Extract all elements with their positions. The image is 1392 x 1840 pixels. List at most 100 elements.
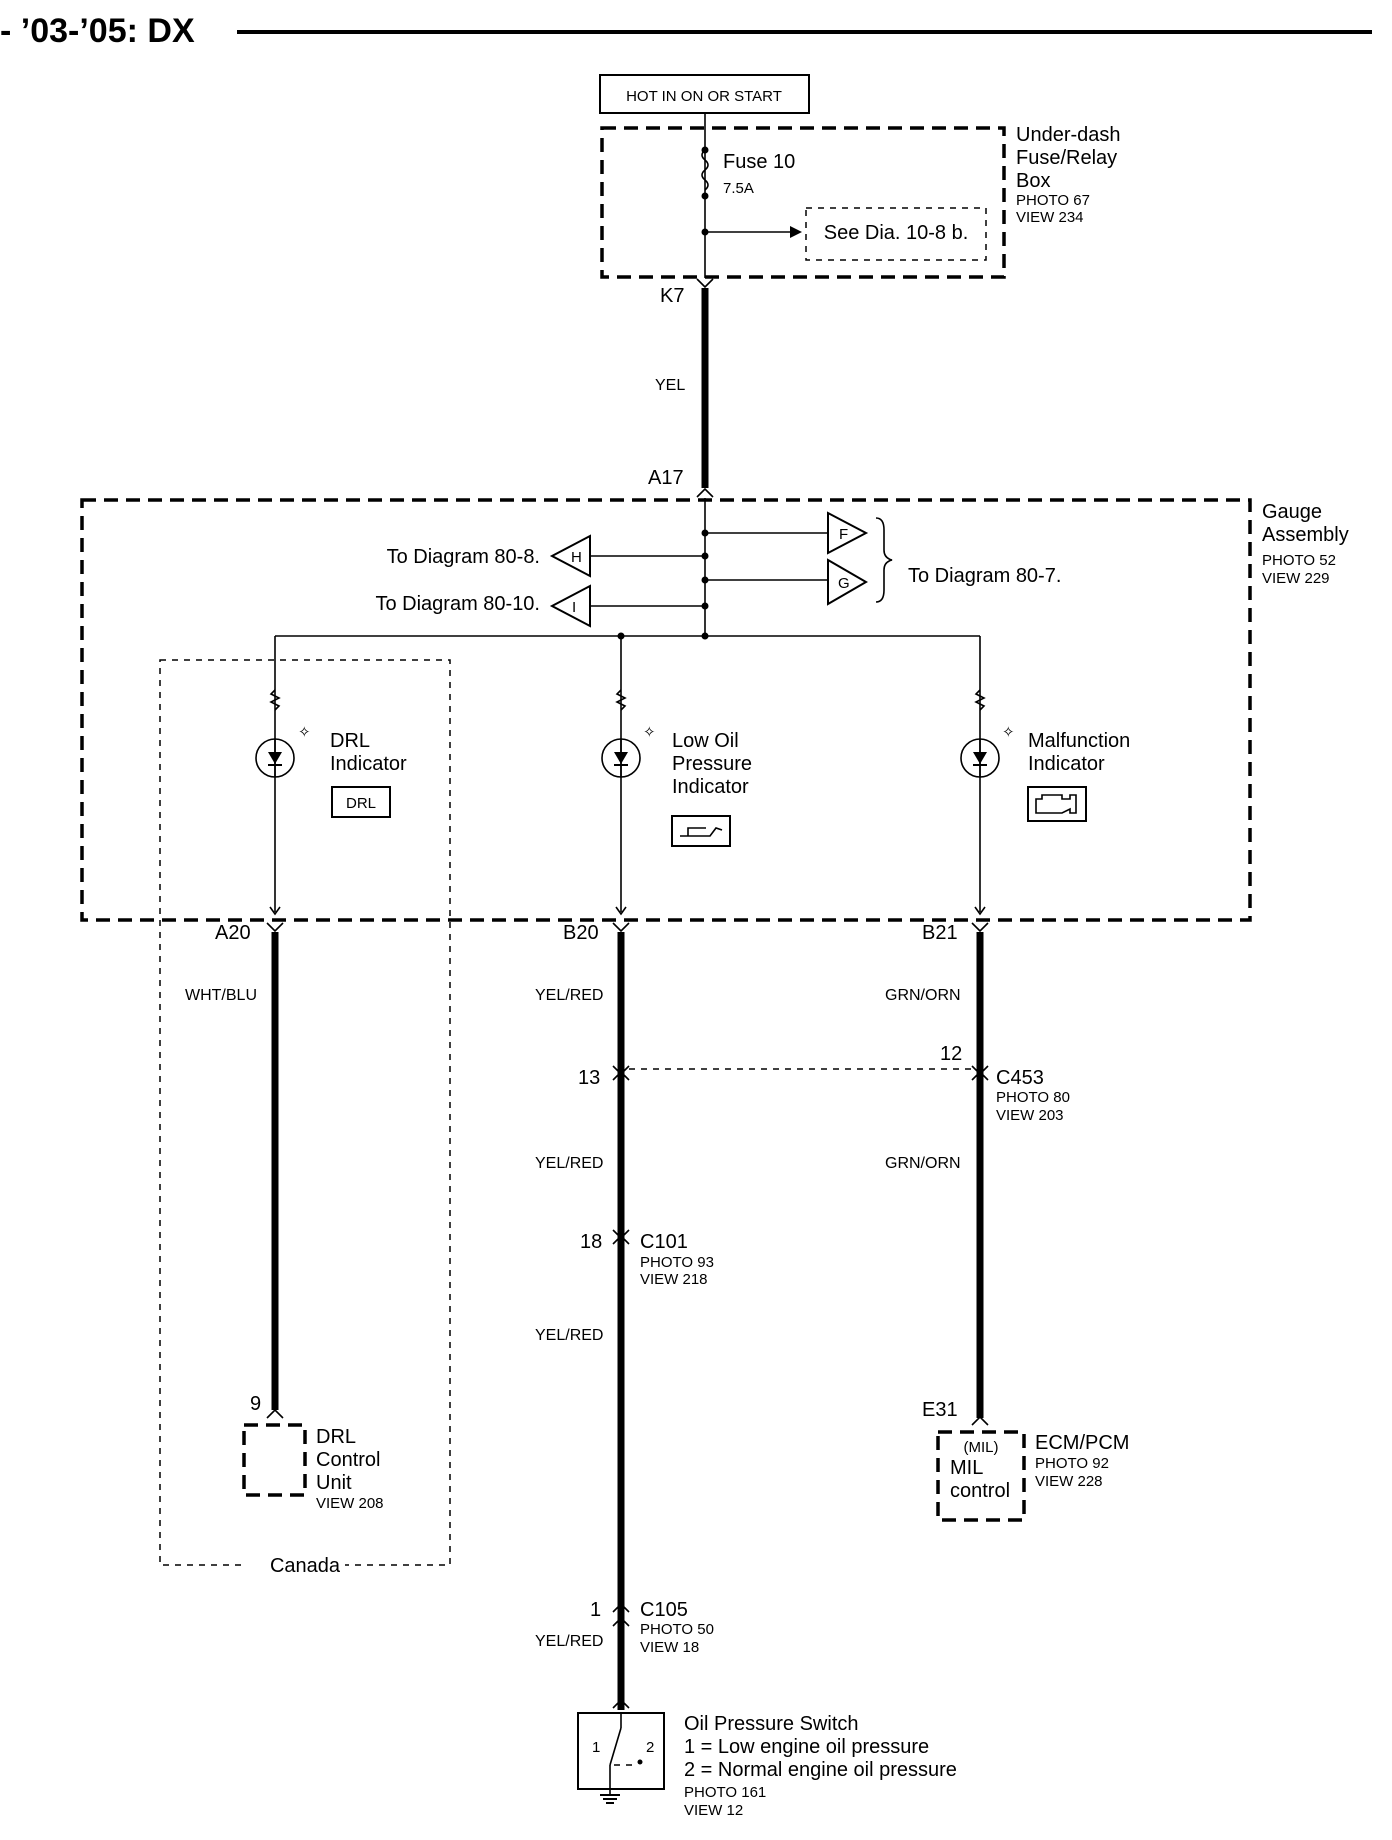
- power-label: HOT IN ON OR START: [626, 88, 782, 105]
- pin-18: 18: [580, 1231, 602, 1253]
- canada-region: [159, 659, 451, 1566]
- oil-resistor: [615, 689, 627, 711]
- b21-connector: [971, 922, 989, 933]
- fuse-relay-box: [600, 126, 1006, 279]
- a17-pin: A17: [648, 467, 684, 489]
- switch-blade: [609, 1727, 622, 1766]
- drl-control-unit-box: [242, 1423, 307, 1497]
- switch-photo: PHOTO 161: [684, 1784, 766, 1801]
- b20-connector: [612, 922, 630, 933]
- connector-i-label: I: [572, 599, 576, 616]
- drl-indicator-label-1: DRL: [330, 730, 370, 752]
- switch-terminal-2: 2: [646, 1739, 654, 1756]
- c453-label: C453: [996, 1067, 1044, 1089]
- see-dia-label: See Dia. 10-8 b.: [824, 222, 969, 244]
- switch-terminal-1: 1: [592, 1739, 600, 1756]
- connector-g-label: G: [838, 575, 850, 592]
- c453-connector: [971, 1065, 989, 1081]
- pin-1: 1: [590, 1599, 601, 1621]
- oil-arrow: [615, 906, 627, 916]
- k7-connector: [696, 278, 714, 289]
- ecm-photo: PHOTO 92: [1035, 1455, 1109, 1472]
- drl-unit-label-1: DRL: [316, 1426, 356, 1448]
- c105-view: VIEW 18: [640, 1639, 699, 1656]
- drl-unit-label-2: Control: [316, 1449, 380, 1471]
- mil-indicator-label-1: Malfunction: [1028, 730, 1130, 752]
- ecm-view: VIEW 228: [1035, 1473, 1103, 1490]
- mil-indicator: ✧ Malfunction Indicator: [960, 636, 1130, 916]
- oil-light-icon: ✧: [643, 724, 656, 741]
- switch-line-1: 1 = Low engine oil pressure: [684, 1736, 929, 1758]
- c105-photo: PHOTO 50: [640, 1621, 714, 1638]
- to-diagram-80-7: To Diagram 80-7.: [908, 565, 1061, 587]
- a20-pin: A20: [215, 922, 251, 944]
- drl-indicator: ✧ DRL Indicator DRL: [255, 636, 407, 916]
- drl-arrow: [269, 906, 281, 916]
- connector-h-label: H: [571, 549, 582, 566]
- yel-red-color-3: YEL/RED: [535, 1327, 603, 1344]
- pin-13: 13: [578, 1067, 600, 1089]
- oil-indicator-label-2: Pressure: [672, 753, 752, 775]
- drl-light-icon: ✧: [298, 724, 311, 741]
- fuse-label: Fuse 10: [723, 151, 795, 173]
- drl-unit-view: VIEW 208: [316, 1495, 384, 1512]
- diagram-title: - ’03-’05: DX: [0, 12, 195, 50]
- gauge-name-2: Assembly: [1262, 524, 1349, 546]
- fuse-box-name-1: Under-dash: [1016, 124, 1121, 146]
- fuse-node-top: [701, 146, 709, 154]
- fg-bracket: [875, 517, 893, 603]
- to-diagram-80-8: To Diagram 80-8.: [387, 546, 540, 568]
- c101-label: C101: [640, 1231, 688, 1253]
- fuse-rating: 7.5A: [723, 180, 754, 197]
- yel-red-color-4: YEL/RED: [535, 1633, 603, 1650]
- connector-g: [827, 558, 868, 606]
- drl-badge-box: [331, 786, 391, 818]
- grn-orn-color-1: GRN/ORN: [885, 987, 961, 1004]
- k7-pin: K7: [660, 285, 684, 307]
- oil-can-icon: [680, 827, 723, 837]
- drl-unit-pin: 9: [250, 1393, 261, 1415]
- connector-f: [827, 511, 869, 555]
- c105-label: C105: [640, 1599, 688, 1621]
- ecm-label: ECM/PCM: [1035, 1432, 1129, 1454]
- drl-resistor: [269, 689, 281, 711]
- oil-indicator-label-1: Low Oil: [672, 730, 739, 752]
- drl-unit-label-3: Unit: [316, 1472, 352, 1494]
- switch-connector: [612, 1698, 630, 1709]
- c453-photo: PHOTO 80: [996, 1089, 1070, 1106]
- e31-pin: E31: [922, 1399, 958, 1421]
- gauge-view: VIEW 229: [1262, 570, 1330, 587]
- connector-i: [549, 584, 591, 628]
- fuse-box-name-3: Box: [1016, 170, 1050, 192]
- c453-connector-mid: [612, 1065, 630, 1081]
- fuse-symbol: [701, 149, 709, 191]
- pin-12: 12: [940, 1043, 962, 1065]
- engine-icon: [1035, 794, 1077, 814]
- fuse-box-photo: PHOTO 67: [1016, 192, 1090, 209]
- gauge-name-1: Gauge: [1262, 501, 1322, 523]
- mil-control-1: MIL: [950, 1457, 983, 1479]
- connector-f-label: F: [839, 526, 848, 543]
- drl-badge: DRL: [346, 795, 376, 812]
- a17-connector: [696, 487, 714, 498]
- canada-label-bg: [245, 1549, 345, 1579]
- oil-indicator: ✧ Low Oil Pressure Indicator: [601, 636, 752, 916]
- c101-photo: PHOTO 93: [640, 1254, 714, 1271]
- mil-light-icon: ✧: [1002, 724, 1015, 741]
- fuse-node-bottom: [701, 192, 709, 200]
- c101-view: VIEW 218: [640, 1271, 708, 1288]
- drl-indicator-label-2: Indicator: [330, 753, 407, 775]
- switch-title: Oil Pressure Switch: [684, 1713, 859, 1735]
- switch-line-2: 2 = Normal engine oil pressure: [684, 1759, 957, 1781]
- mil-control-2: control: [950, 1480, 1010, 1502]
- yel-red-color-2: YEL/RED: [535, 1155, 603, 1172]
- to-diagram-80-10: To Diagram 80-10.: [375, 593, 540, 615]
- switch-contact-dot: [637, 1759, 643, 1765]
- yel-red-color-1: YEL/RED: [535, 987, 603, 1004]
- c453-view: VIEW 203: [996, 1107, 1064, 1124]
- a20-connector: [266, 922, 284, 933]
- switch-view: VIEW 12: [684, 1802, 743, 1819]
- wht-blu-color: WHT/BLU: [185, 987, 257, 1004]
- yel-wire-color: YEL: [655, 377, 685, 394]
